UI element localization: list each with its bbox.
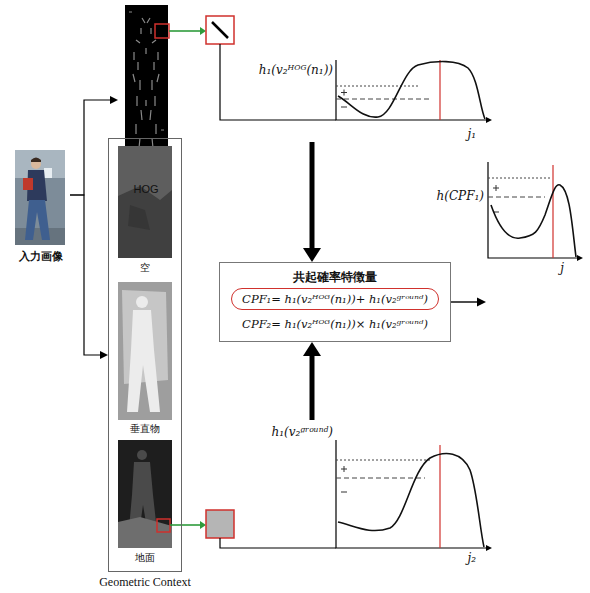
formula-box: 共起確率特徴量 CPF₁= h₁(v₂ᴴᴼᴳ(n₁))+ h₁(v₂ᵍʳᵒᵘⁿᵈ)… — [219, 262, 451, 342]
histogram-right — [488, 162, 583, 261]
connector — [451, 298, 486, 307]
axis-label: j₂ — [467, 550, 476, 566]
histogram-plot: h₁(v₂ᴴᴼᴳ(n₁)) j₁ — [250, 58, 490, 142]
histogram-curve — [491, 185, 576, 257]
axis-head — [577, 255, 583, 261]
green-arrow-head — [200, 27, 206, 35]
connector-line — [310, 356, 315, 420]
dotted-level — [488, 178, 550, 179]
vertical-image — [118, 282, 172, 420]
green-arrow-head — [200, 521, 206, 529]
highlight-square — [155, 24, 169, 38]
connector — [303, 142, 321, 262]
context-image: 空 — [115, 144, 175, 274]
dashed-level — [336, 99, 430, 100]
highlight-square — [157, 519, 170, 532]
ground-image — [118, 440, 172, 548]
image-label: 地面 — [135, 551, 155, 564]
hog-cell — [206, 16, 234, 44]
plot-axes — [336, 440, 486, 548]
sign-marks — [493, 185, 499, 212]
arrow-head — [477, 298, 486, 307]
connector — [70, 96, 118, 195]
histogram-top — [336, 60, 492, 123]
sky-region — [118, 146, 172, 200]
formula: CPF₂= h₁(v₂ᴴᴼᴳ(n₁))× h₁(v₂ᵍʳᵒᵘⁿᵈ) — [231, 313, 439, 335]
ground-floor — [118, 517, 172, 548]
connector-line — [451, 301, 477, 302]
person-legs — [25, 200, 50, 240]
histogram-plot: h(CPF₁)j — [486, 160, 584, 320]
context-image: 地面 — [115, 439, 175, 564]
dotted-level — [336, 460, 430, 461]
dashed-level — [488, 197, 545, 198]
peak-line — [439, 445, 440, 548]
arrow-head — [100, 351, 108, 359]
axis-head — [486, 545, 492, 551]
image-label: 入力画像 — [19, 250, 63, 264]
image-label: 空 — [140, 261, 150, 274]
gradient-stroke — [212, 22, 228, 38]
leader-line — [220, 44, 336, 120]
histogram-plot: h₁(v₂ᵍʳᵒᵘⁿᵈ) j₂ — [250, 420, 490, 566]
peak-line — [552, 165, 553, 258]
histogram-curve — [338, 62, 485, 119]
connector — [303, 342, 321, 420]
connector — [70, 195, 108, 359]
green-arrow — [170, 524, 200, 526]
green-arrow — [169, 30, 200, 32]
sky-patch — [128, 205, 150, 230]
axis-head — [486, 117, 492, 123]
photo-floor — [15, 228, 65, 245]
photo-ground — [15, 150, 65, 245]
histogram-curve — [338, 454, 484, 547]
histogram-bottom — [336, 440, 492, 551]
connector-line — [70, 100, 110, 195]
vertical-ground — [118, 282, 172, 420]
box-heading: 共起確率特徴量 — [230, 269, 440, 285]
axis-label: j — [560, 260, 564, 276]
connector-line — [70, 195, 100, 355]
person-hair — [31, 158, 41, 163]
input-image-panel: 入力画像 — [12, 148, 70, 264]
axis-label: j₁ — [467, 126, 476, 142]
arrow-head — [303, 342, 321, 356]
person-bag — [23, 178, 33, 190]
ground-cell — [206, 510, 234, 538]
sign-marks — [341, 466, 347, 492]
connector-line — [310, 142, 315, 248]
plot-axes — [336, 60, 486, 120]
image-label: 垂直物 — [130, 422, 160, 435]
dotted-level — [336, 86, 420, 87]
plot-label: h₁(v₂ᴴᴼᴳ(n₁)) — [259, 62, 333, 78]
green-arrows — [169, 27, 206, 529]
arrow-head — [110, 96, 118, 104]
plot-axes — [488, 162, 577, 258]
photo-patch — [44, 168, 52, 178]
leader-line — [220, 538, 336, 548]
plot-label: h₁(v₂ᵍʳᵒᵘⁿᵈ) — [271, 424, 333, 440]
input-photo — [15, 150, 65, 245]
hog-image-panel: HOG — [118, 3, 174, 196]
arrow-head — [303, 248, 321, 262]
sky-image — [118, 146, 172, 258]
image-label: HOG — [133, 182, 158, 196]
peak-line — [439, 60, 440, 120]
context-image: 垂直物 — [115, 281, 175, 435]
ground-head — [137, 450, 147, 460]
group-panel: Geometric Context空垂直物地面 — [108, 138, 182, 572]
formula: CPF₁= h₁(v₂ᴴᴼᴳ(n₁))+ h₁(v₂ᵍʳᵒᵘⁿᵈ) — [231, 288, 439, 310]
group-label: Geometric Context — [99, 575, 191, 589]
dashed-level — [336, 478, 425, 479]
vertical-head — [136, 296, 148, 308]
vertical-person — [127, 310, 160, 412]
ground-ground — [118, 440, 172, 548]
plot-label: h(CPF₁) — [437, 188, 484, 204]
sky-ground — [118, 146, 172, 258]
